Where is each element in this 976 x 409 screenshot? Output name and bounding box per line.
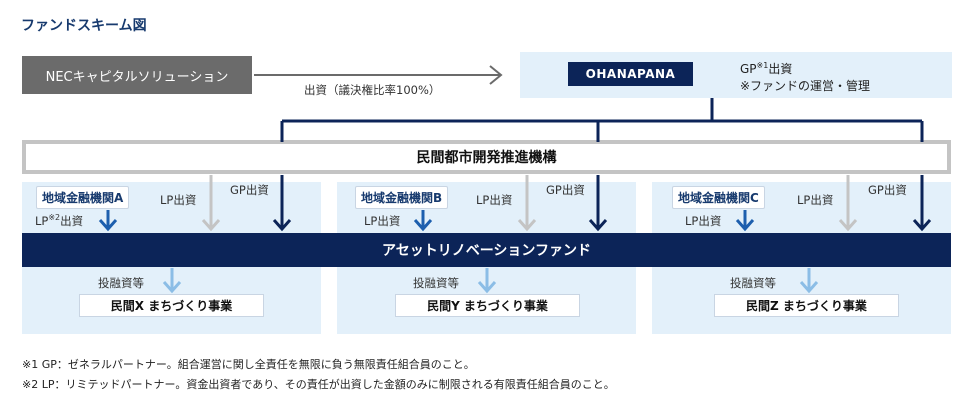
- investment-label: 出資（議決権比率100%）: [304, 83, 441, 97]
- lp-arrow-bank-c: [735, 210, 755, 232]
- finance-arrow-a: [162, 268, 182, 294]
- gp-arrow-a: [272, 175, 292, 232]
- minkan-toshi-box: 民間都市開発推進機構: [22, 140, 951, 174]
- diagram-title: ファンドスキーム図: [21, 18, 147, 34]
- project-y-box: 民間Y まちづくり事業: [395, 294, 580, 317]
- asset-renovation-fund-box: アセットリノベーションファンド: [22, 233, 951, 267]
- bank-a-lp-suffix: 出資: [60, 214, 84, 228]
- bank-b-lp-label: LP出資: [364, 213, 400, 229]
- finance-arrow-b: [477, 268, 497, 294]
- footnote-lp: ※2 LP：リミテッドパートナー。資金出資者であり、その責任が出資した金額のみに…: [22, 378, 615, 391]
- nec-capital-box: NECキャピタルソリューション: [22, 56, 252, 94]
- gp-note-sup: ※1: [756, 61, 769, 70]
- project-z-box: 民間Z まちづくり事業: [714, 294, 899, 317]
- bank-c-lp-label: LP出資: [685, 213, 721, 229]
- bank-b-box: 地域金融機関B: [355, 186, 449, 209]
- bank-b-lp-prefix: LP出資: [364, 214, 401, 228]
- lp-label-a: LP出資: [160, 193, 197, 207]
- bank-a-lp-sup: ※2: [48, 213, 61, 223]
- gp-label-c: GP出資: [868, 183, 907, 197]
- lp-arrow-bank-a: [98, 210, 118, 232]
- lp-arrow-minkan-c: [838, 175, 858, 232]
- gp-label-b: GP出資: [546, 183, 585, 197]
- lp-label-c: LP出資: [797, 193, 834, 207]
- bank-a-lp-prefix: LP: [35, 214, 49, 228]
- bank-a-lp-label: LP※2出資: [35, 213, 83, 229]
- bank-c-lp-prefix: LP出資: [685, 214, 722, 228]
- gp-note: GP※1出資 ※ファンドの運営・管理: [740, 57, 870, 95]
- finance-label-b: 投融資等: [413, 276, 459, 290]
- bank-c-box: 地域金融機関C: [672, 186, 765, 209]
- lp-label-b: LP出資: [476, 193, 513, 207]
- gp-label-a: GP出資: [230, 183, 269, 197]
- lp-arrow-minkan-b: [517, 175, 537, 232]
- gp-arrow-b: [588, 175, 608, 232]
- finance-arrow-c: [799, 268, 819, 294]
- ohanapana-box: OHANAPANA: [568, 62, 693, 86]
- gp-arrow-c: [912, 175, 932, 232]
- gp-note-prefix: GP: [740, 62, 757, 76]
- project-x-box: 民間X まちづくり事業: [79, 294, 264, 317]
- gp-note-suffix: 出資: [768, 62, 793, 76]
- nec-to-ohanapana-arrow: [254, 65, 503, 85]
- bank-a-box: 地域金融機関A: [36, 186, 130, 209]
- lp-arrow-bank-b: [413, 210, 433, 232]
- gp-note-line2: ※ファンドの運営・管理: [740, 79, 871, 93]
- footnote-gp: ※1 GP：ゼネラルパートナー。組合運営に関し全責任を無限に負う無限責任組合員の…: [22, 358, 475, 371]
- finance-label-c: 投融資等: [730, 276, 776, 290]
- lp-arrow-minkan-a: [201, 175, 221, 232]
- gp-distribution-lines: [280, 98, 924, 142]
- finance-label-a: 投融資等: [98, 276, 144, 290]
